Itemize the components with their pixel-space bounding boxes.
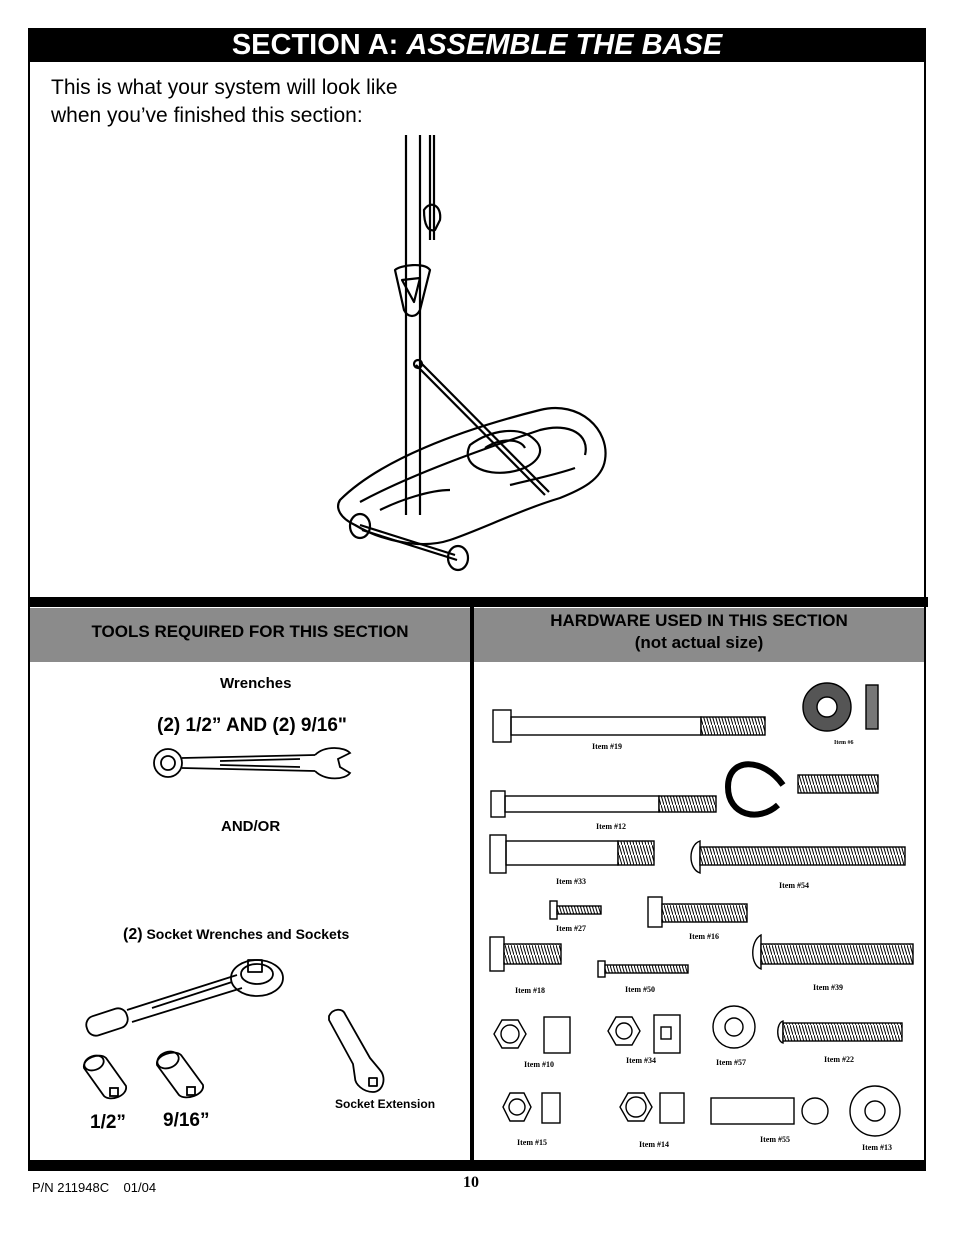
socket-wrenches-label: (2) Socket Wrenches and Sockets	[123, 926, 349, 944]
intro-line-2: when you’ve finished this section:	[51, 104, 363, 127]
page-number: 10	[463, 1174, 479, 1191]
tools-header: TOOLS REQUIRED FOR THIS SECTION	[30, 608, 470, 662]
item-27-label: Item #27	[556, 924, 586, 933]
wrench-sizes: (2) 1/2” AND (2) 9/16"	[157, 715, 347, 736]
socket-label-text: Socket Wrenches and Sockets	[146, 926, 350, 942]
socket-half-label: 1/2”	[90, 1112, 126, 1133]
item-33-label: Item #33	[556, 877, 586, 886]
hardware-illustrations	[489, 682, 914, 1137]
socket-qty: (2)	[123, 926, 143, 943]
item-34-label: Item #34	[626, 1056, 656, 1065]
socket-916-icon	[156, 1050, 204, 1099]
socket-half-inch-icon	[83, 1054, 127, 1100]
part-number: P/N 211948C 01/04	[32, 1180, 157, 1195]
intro-text: This is what your system will look like …	[51, 74, 491, 130]
item-22-label: Item #22	[824, 1055, 854, 1064]
bottom-rule	[28, 1160, 926, 1169]
item-15-label: Item #15	[517, 1138, 547, 1147]
ratchet-wrench-icon	[85, 959, 284, 1037]
item-39-label: Item #39	[813, 983, 843, 992]
socket-extension-icon	[328, 1008, 385, 1093]
item-57-label: Item #57	[716, 1058, 746, 1067]
column-divider	[470, 605, 474, 1167]
hardware-header: HARDWARE USED IN THIS SECTION (not actua…	[474, 608, 924, 662]
item-18-label: Item #18	[515, 986, 545, 995]
item-6-label: Item #6	[834, 740, 854, 746]
item-55-label: Item #55	[760, 1135, 790, 1144]
section-title: SECTION A: ASSEMBLE THE BASE	[28, 28, 926, 62]
section-divider	[28, 597, 928, 607]
item-19-label: Item #19	[592, 742, 622, 751]
hardware-header-line2: (not actual size)	[634, 633, 764, 652]
intro-line-1: This is what your system will look like	[51, 76, 398, 99]
assembled-base-illustration	[337, 135, 607, 572]
socket-extension-label: Socket Extension	[335, 1097, 436, 1111]
hardware-header-line1: HARDWARE USED IN THIS SECTION	[550, 611, 848, 630]
item-50-label: Item #50	[625, 985, 655, 994]
item-13-label: Item #13	[862, 1143, 892, 1152]
andor-label: AND/OR	[221, 818, 281, 835]
item-14-label: Item #14	[639, 1140, 669, 1149]
combination-wrench-icon	[153, 747, 352, 780]
socket-916-label: 9/16”	[163, 1110, 210, 1131]
wrenches-label: Wrenches	[220, 675, 292, 692]
item-54-label: Item #54	[779, 881, 809, 890]
item-16-label: Item #16	[689, 932, 719, 941]
item-12-label: Item #12	[596, 822, 626, 831]
item-10-label: Item #10	[524, 1060, 554, 1069]
